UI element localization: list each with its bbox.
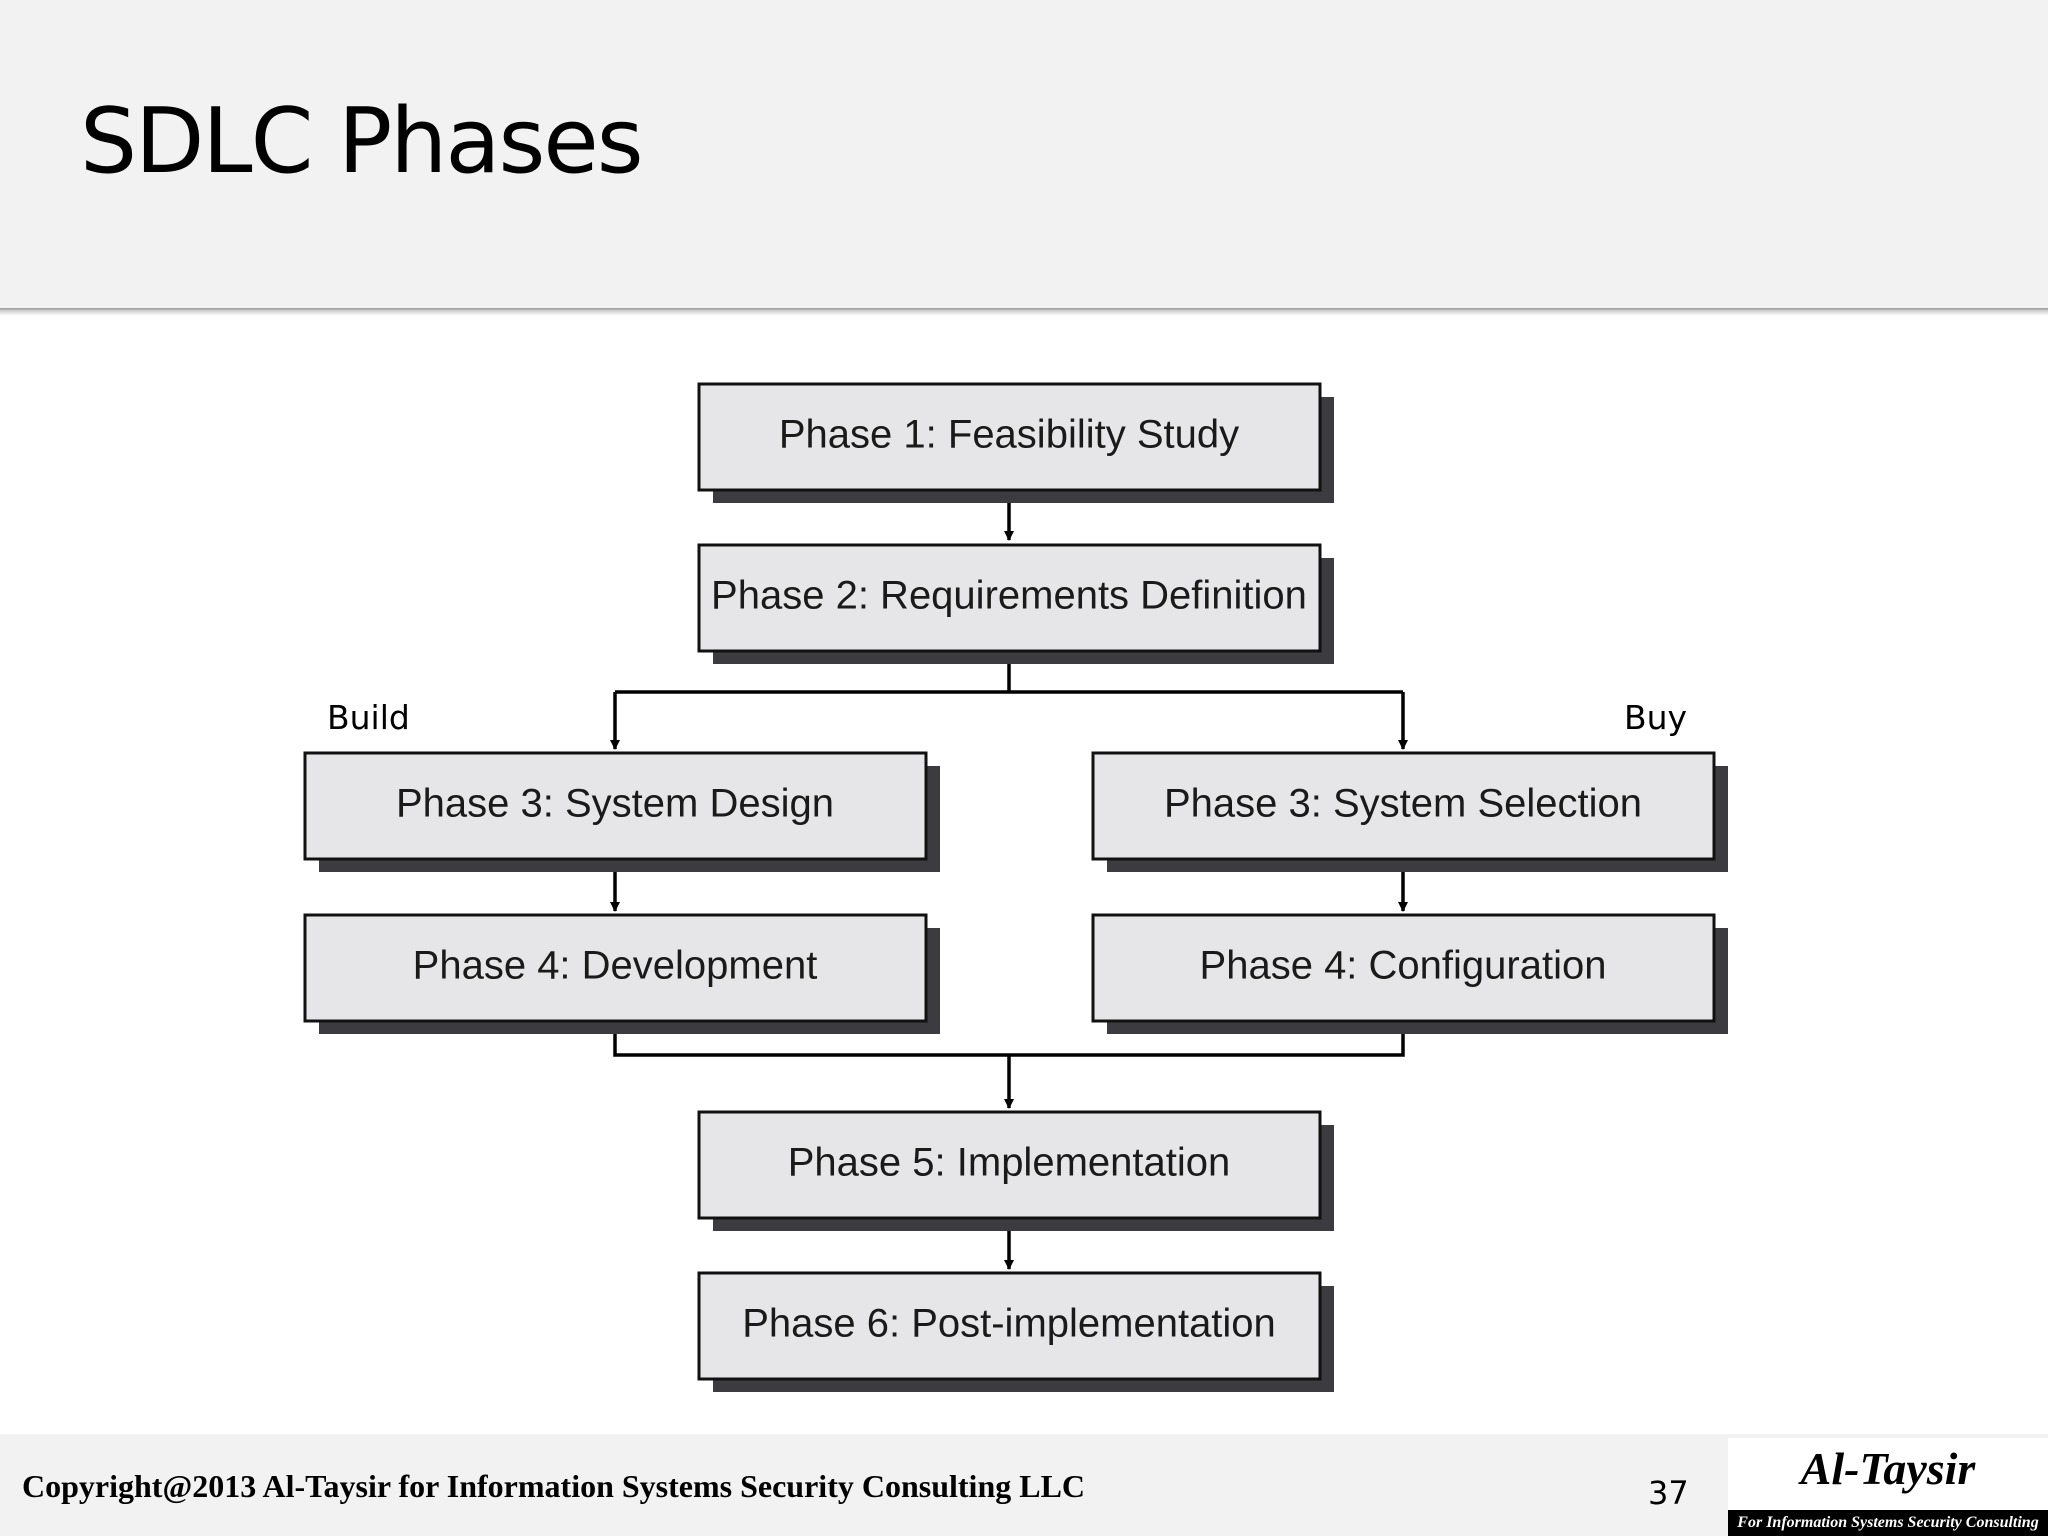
phase-4-configuration-box: Phase 4: Configuration (1091, 913, 1728, 1034)
phase-4-development-label: Phase 4: Development (413, 944, 818, 988)
phase-1-box: Phase 1: Feasibility Study (697, 382, 1334, 503)
header-divider (0, 308, 2048, 316)
company-logo: Al-Taysir For Information Systems Securi… (1728, 1438, 2048, 1536)
footer-band (0, 1434, 2048, 1536)
slide-title: SDLC Phases (80, 89, 644, 194)
phase-5-box: Phase 5: Implementation (697, 1110, 1334, 1231)
title-band (0, 0, 2048, 308)
logo-name: Al-Taysir (1800, 1443, 1976, 1494)
buy-branch-label: Buy (1624, 698, 1687, 737)
copyright-text: Copyright@2013 Al-Taysir for Information… (22, 1468, 1086, 1504)
phase-4-development-box: Phase 4: Development (303, 913, 940, 1034)
build-branch-label: Build (327, 698, 410, 737)
phase-2-label: Phase 2: Requirements Definition (711, 574, 1307, 618)
phase-3-system-selection-label: Phase 3: System Selection (1164, 782, 1642, 826)
phase-5-label: Phase 5: Implementation (788, 1141, 1230, 1185)
phase-3-system-design-label: Phase 3: System Design (396, 782, 834, 826)
phase-2-box: Phase 2: Requirements Definition (697, 543, 1334, 664)
phase-1-label: Phase 1: Feasibility Study (779, 413, 1239, 457)
phase-6-label: Phase 6: Post-implementation (742, 1302, 1276, 1346)
phase-4-configuration-label: Phase 4: Configuration (1200, 944, 1607, 988)
page-number: 37 (1648, 1474, 1689, 1512)
logo-tagline: For Information Systems Security Consult… (1728, 1510, 2048, 1536)
phase-3-system-design-box: Phase 3: System Design (303, 751, 940, 872)
phase-3-system-selection-box: Phase 3: System Selection (1091, 751, 1728, 872)
phase-6-box: Phase 6: Post-implementation (697, 1271, 1334, 1392)
